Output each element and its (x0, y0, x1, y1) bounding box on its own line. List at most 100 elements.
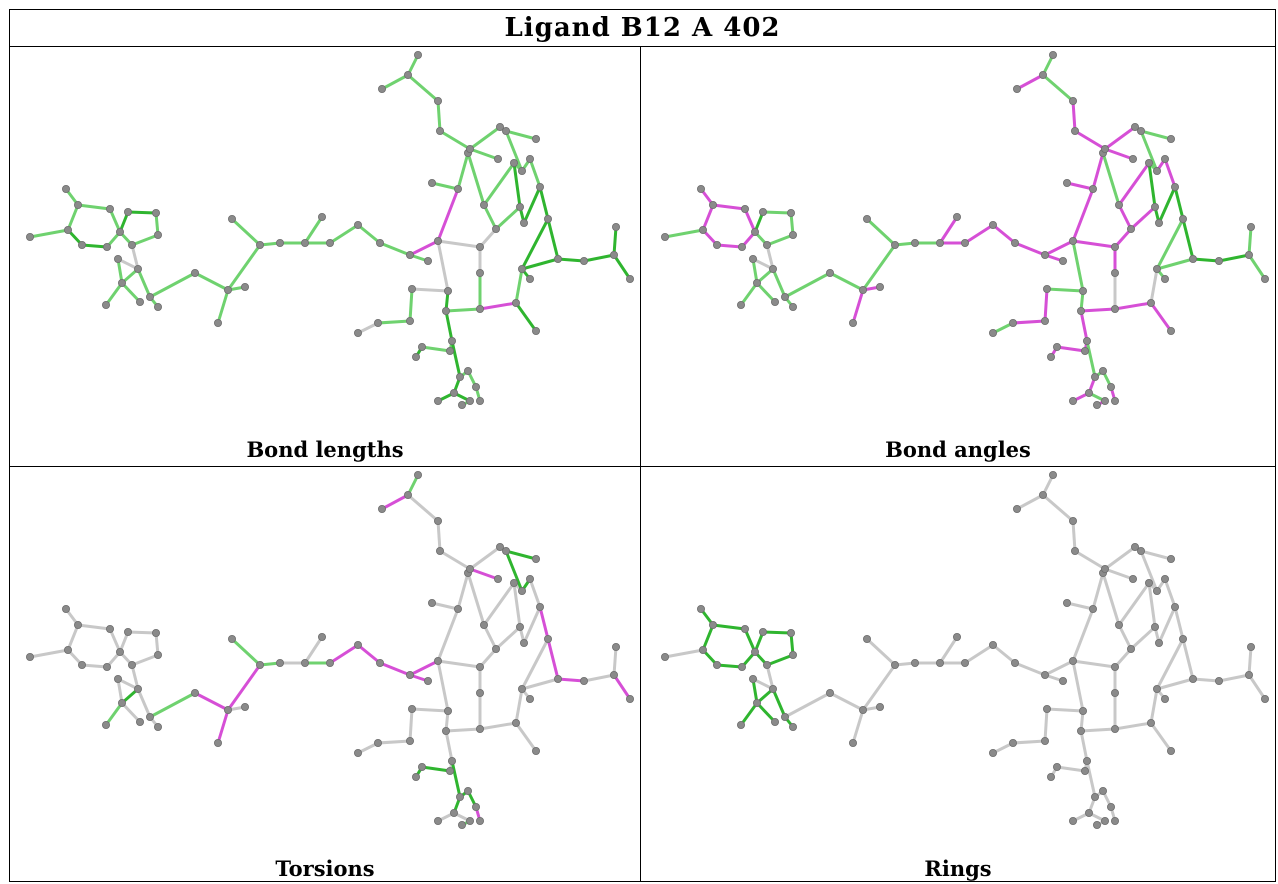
atom (526, 694, 535, 703)
bond (116, 677, 124, 705)
atom (862, 634, 871, 643)
atom (353, 640, 362, 649)
bond (1043, 659, 1075, 677)
bond (761, 630, 793, 635)
atom (1092, 820, 1101, 829)
atom (1092, 400, 1101, 409)
bond (1181, 637, 1195, 681)
bond (230, 637, 262, 667)
bond (1155, 217, 1185, 271)
bond (711, 623, 747, 631)
bond (420, 345, 452, 353)
atom (325, 238, 334, 247)
bond (538, 605, 550, 641)
atom (1110, 242, 1119, 251)
bond (1149, 687, 1159, 725)
bond (216, 708, 230, 745)
atom (417, 762, 426, 771)
atom (475, 816, 484, 825)
atom (479, 200, 488, 209)
bond (66, 203, 80, 232)
atom (405, 670, 414, 679)
atom (763, 660, 772, 669)
atom (455, 792, 464, 801)
bond (861, 243, 897, 292)
atom (1126, 224, 1135, 233)
atom (240, 282, 249, 291)
atom (64, 645, 73, 654)
bond (663, 648, 705, 659)
atom (240, 702, 249, 711)
atom (475, 396, 484, 405)
atom (255, 660, 264, 669)
atom (988, 328, 997, 337)
bond (520, 637, 550, 691)
atom (114, 254, 123, 263)
bond (765, 653, 795, 667)
caption-bond-lengths: Bond lengths (246, 437, 404, 462)
atom (300, 238, 309, 247)
atom (1100, 396, 1109, 405)
bond (1247, 673, 1267, 701)
panel-bond-angles: Bond angles (641, 47, 1275, 466)
bond (1103, 545, 1137, 571)
atom (1130, 543, 1139, 552)
bond (755, 701, 777, 724)
bond (1147, 161, 1157, 209)
atom (890, 240, 899, 249)
atom (1155, 638, 1164, 647)
bond (1071, 239, 1117, 249)
atom (988, 640, 997, 649)
atom (1128, 155, 1137, 164)
atom (1161, 274, 1170, 283)
atom (519, 218, 528, 227)
bond (193, 691, 230, 712)
atom (532, 555, 541, 564)
atom (1052, 342, 1061, 351)
bond (380, 73, 410, 91)
atom (709, 620, 718, 629)
atom (153, 722, 162, 731)
atom (1058, 256, 1067, 265)
atom (1171, 602, 1180, 611)
bond (430, 181, 460, 191)
atom (353, 748, 362, 757)
atom (1076, 306, 1085, 315)
atom (532, 135, 541, 144)
atom (475, 688, 484, 697)
atom (1090, 792, 1099, 801)
atom (145, 712, 154, 721)
molecule-torsions (25, 471, 635, 829)
atom (1153, 587, 1162, 596)
atom (526, 155, 535, 164)
atom (427, 178, 436, 187)
panel-rings: Rings (641, 467, 1275, 881)
bond (436, 519, 442, 553)
atom (580, 256, 589, 265)
atom (102, 300, 111, 309)
atom (741, 204, 750, 213)
atom (1090, 372, 1099, 381)
atom (1076, 726, 1085, 735)
bond (522, 605, 542, 645)
atom (1247, 222, 1256, 231)
atom (124, 207, 133, 216)
bond (1101, 151, 1121, 207)
bond (514, 267, 524, 305)
atom (753, 698, 762, 707)
atom (960, 658, 969, 667)
atom (1082, 756, 1091, 765)
atom (25, 652, 34, 661)
atom (1130, 123, 1139, 132)
atom (1088, 604, 1097, 613)
atom (190, 688, 199, 697)
caption-rings: Rings (924, 856, 992, 881)
bond (376, 739, 412, 745)
bond (1011, 739, 1047, 745)
bond (514, 301, 538, 333)
bond (1155, 257, 1195, 271)
bond (1085, 759, 1097, 799)
atom (960, 238, 969, 247)
bond (1045, 707, 1085, 713)
